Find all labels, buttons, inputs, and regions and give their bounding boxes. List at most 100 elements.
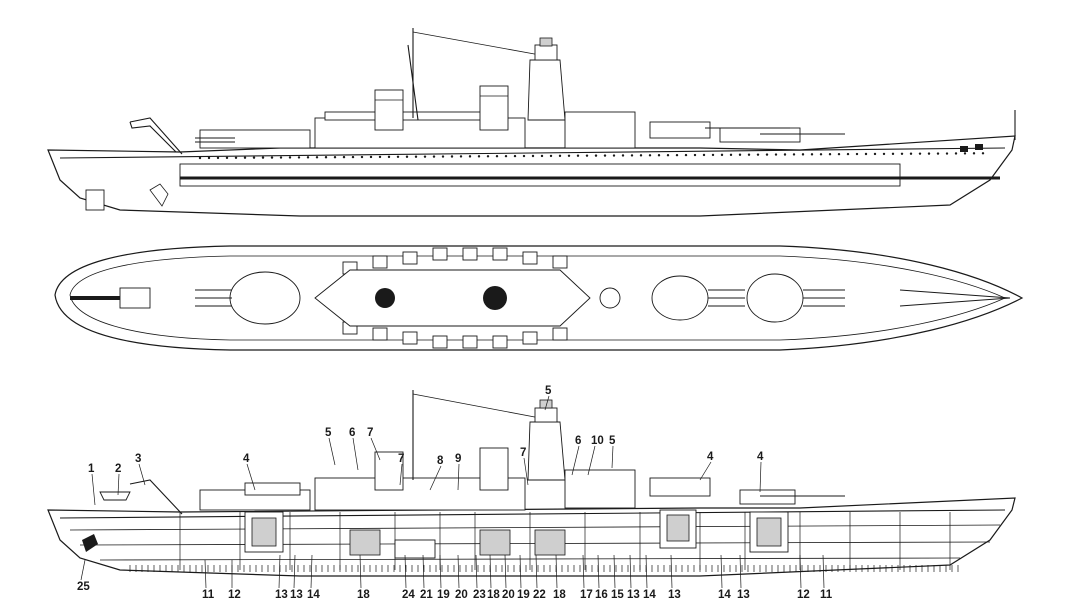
callout-number-19: 19 [517, 589, 530, 601]
callout-leader [359, 554, 362, 589]
callout-leader [720, 554, 723, 589]
side-aft-funnel [374, 89, 404, 131]
callout-number-7: 7 [520, 447, 526, 459]
side-fwd-funnel [479, 85, 509, 131]
callout-number-24: 24 [402, 589, 415, 601]
callout-leader [370, 437, 381, 461]
callout-leader [457, 554, 460, 589]
callout-number-5: 5 [609, 435, 616, 447]
callout-number-7: 7 [398, 453, 404, 465]
callout-number-13: 13 [290, 589, 303, 601]
callout-leader [759, 461, 762, 493]
callout-leader [278, 554, 281, 589]
callout-leader [613, 554, 616, 589]
deck-mount [432, 335, 448, 349]
callout-number-4: 4 [757, 451, 764, 463]
callout-leader [399, 463, 403, 486]
side-aft-turret-group [199, 129, 311, 149]
callout-number-19: 19 [437, 589, 450, 601]
callout-number-18: 18 [487, 589, 500, 601]
callout-leader [475, 554, 478, 589]
deck-mount [522, 331, 538, 345]
side-aircraft-crane [129, 117, 183, 155]
callout-number-13: 13 [627, 589, 640, 601]
profile-propeller [82, 534, 98, 552]
side-fwd-turret-b [649, 121, 711, 139]
side-elevation-view [47, 28, 1016, 217]
side-forward-tower [527, 59, 566, 121]
callout-number-14: 14 [718, 589, 731, 601]
deck-mount [492, 335, 508, 349]
deck-mount [522, 251, 538, 265]
deck-mount [432, 247, 448, 261]
callout-leader [293, 554, 296, 589]
callout-number-4: 4 [707, 451, 714, 463]
callout-number-5: 5 [325, 427, 332, 439]
callout-number-10: 10 [591, 435, 604, 447]
callout-number-16: 16 [595, 589, 608, 601]
callout-leader [404, 554, 407, 589]
profile-aft-funnel [374, 451, 404, 491]
deck-mount [462, 335, 478, 349]
callout-leader [352, 437, 359, 471]
callout-leader [799, 554, 802, 589]
callout-leader [117, 473, 120, 496]
callout-leader [555, 554, 558, 589]
deck-mount [372, 327, 388, 341]
callout-number-13: 13 [668, 589, 681, 601]
callout-number-1: 1 [88, 463, 95, 475]
callout-leader [629, 554, 632, 589]
callout-leader [587, 445, 596, 476]
callout-leader [582, 554, 585, 589]
callout-number-20: 20 [502, 589, 515, 601]
side-armor-belt [179, 163, 901, 187]
callout-number-11: 11 [202, 589, 215, 601]
callout-leader [429, 465, 442, 491]
profile-boiler-aft [349, 529, 381, 556]
side-superstructure [314, 117, 526, 149]
callout-number-21: 21 [420, 589, 433, 601]
callout-leader [519, 554, 522, 589]
callout-leader [328, 437, 336, 466]
side-fwd-turret-a [719, 127, 801, 143]
callout-leader [597, 554, 600, 589]
callout-leader [504, 554, 507, 589]
callout-number-8: 8 [437, 455, 444, 467]
callout-leader [611, 445, 614, 469]
callout-number-5: 5 [545, 385, 552, 397]
callout-number-22: 22 [533, 589, 546, 601]
deck-mount [492, 247, 508, 261]
deck-fwd-funnel [483, 286, 507, 310]
callout-leader [246, 463, 256, 491]
callout-number-12: 12 [797, 589, 810, 601]
profile-double-bottom [129, 565, 959, 572]
deck-aft-funnel [375, 288, 395, 308]
profile-fwd-funnel [479, 447, 509, 491]
callout-leader [204, 559, 207, 589]
callout-leader [91, 473, 96, 506]
callout-leader [571, 445, 580, 476]
callout-number-25: 25 [77, 581, 90, 593]
deck-mount [372, 255, 388, 269]
inboard-profile-view [47, 390, 1016, 577]
deck-fwd-turret-a [746, 273, 845, 323]
callout-leader [489, 554, 492, 589]
callout-number-13: 13 [275, 589, 288, 601]
callout-number-20: 20 [455, 589, 468, 601]
callout-number-12: 12 [228, 589, 241, 601]
callout-number-6: 6 [575, 435, 581, 447]
deck-mount [402, 251, 418, 265]
deck-superstructure [314, 269, 591, 327]
callout-leader [422, 554, 425, 589]
callout-leader [670, 554, 673, 589]
callout-number-14: 14 [643, 589, 656, 601]
deck-mount [552, 327, 568, 341]
callout-leader [80, 559, 86, 581]
profile-hull [47, 497, 1016, 577]
callout-number-17: 17 [580, 589, 593, 601]
callout-leader [138, 463, 146, 486]
callout-leader [439, 554, 442, 589]
callout-number-11: 11 [820, 589, 833, 601]
callout-leader [739, 554, 742, 589]
